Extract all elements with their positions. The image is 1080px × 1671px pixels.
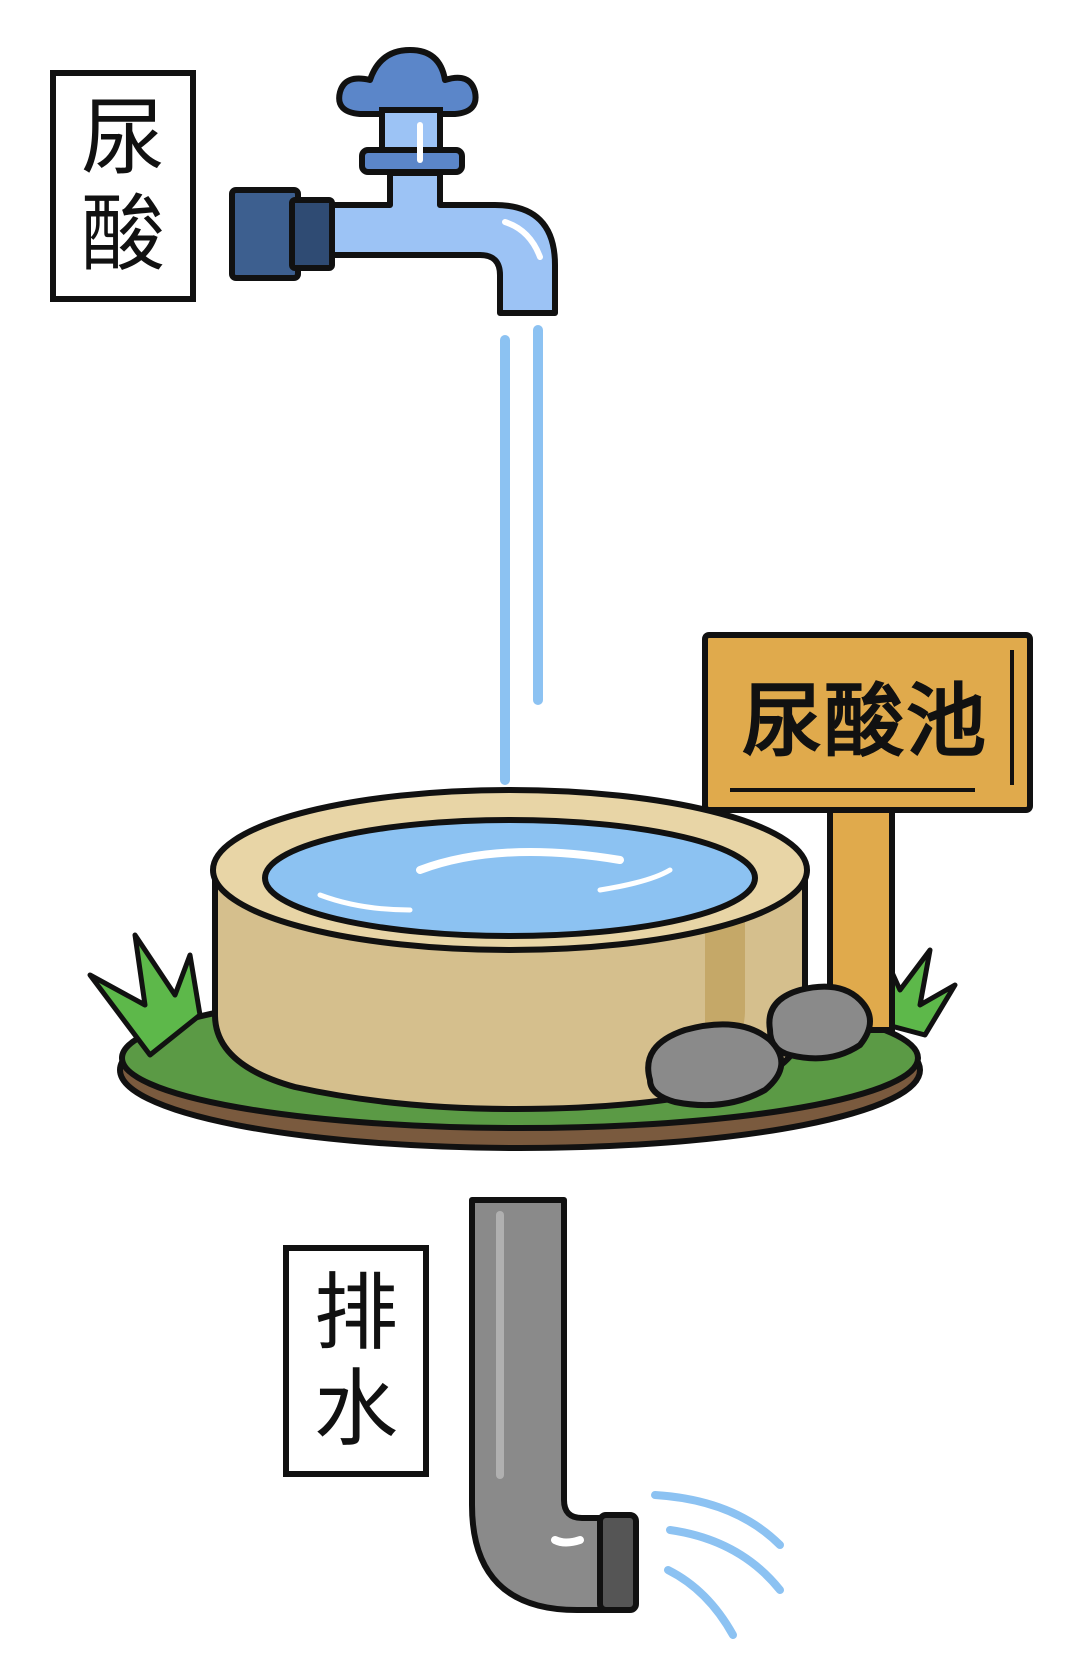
sign-label: 尿酸池 xyxy=(742,675,988,768)
uric-acid-label-char-1: 尿 xyxy=(80,89,165,187)
drain-pipe-icon xyxy=(469,1197,639,1613)
drain-label-char-1: 排 xyxy=(313,1264,398,1362)
drain-water-spray xyxy=(651,1491,784,1639)
drain-label-box: 排 水 xyxy=(283,1245,429,1477)
uric-acid-label-char-2: 酸 xyxy=(80,185,165,283)
water-stream xyxy=(500,325,543,785)
drain-label-char-2: 水 xyxy=(313,1360,398,1458)
rocks-icon xyxy=(645,983,873,1109)
signpost-icon xyxy=(702,632,1033,1033)
uric-acid-label-box: 尿 酸 xyxy=(50,70,196,302)
faucet-icon xyxy=(229,47,558,316)
